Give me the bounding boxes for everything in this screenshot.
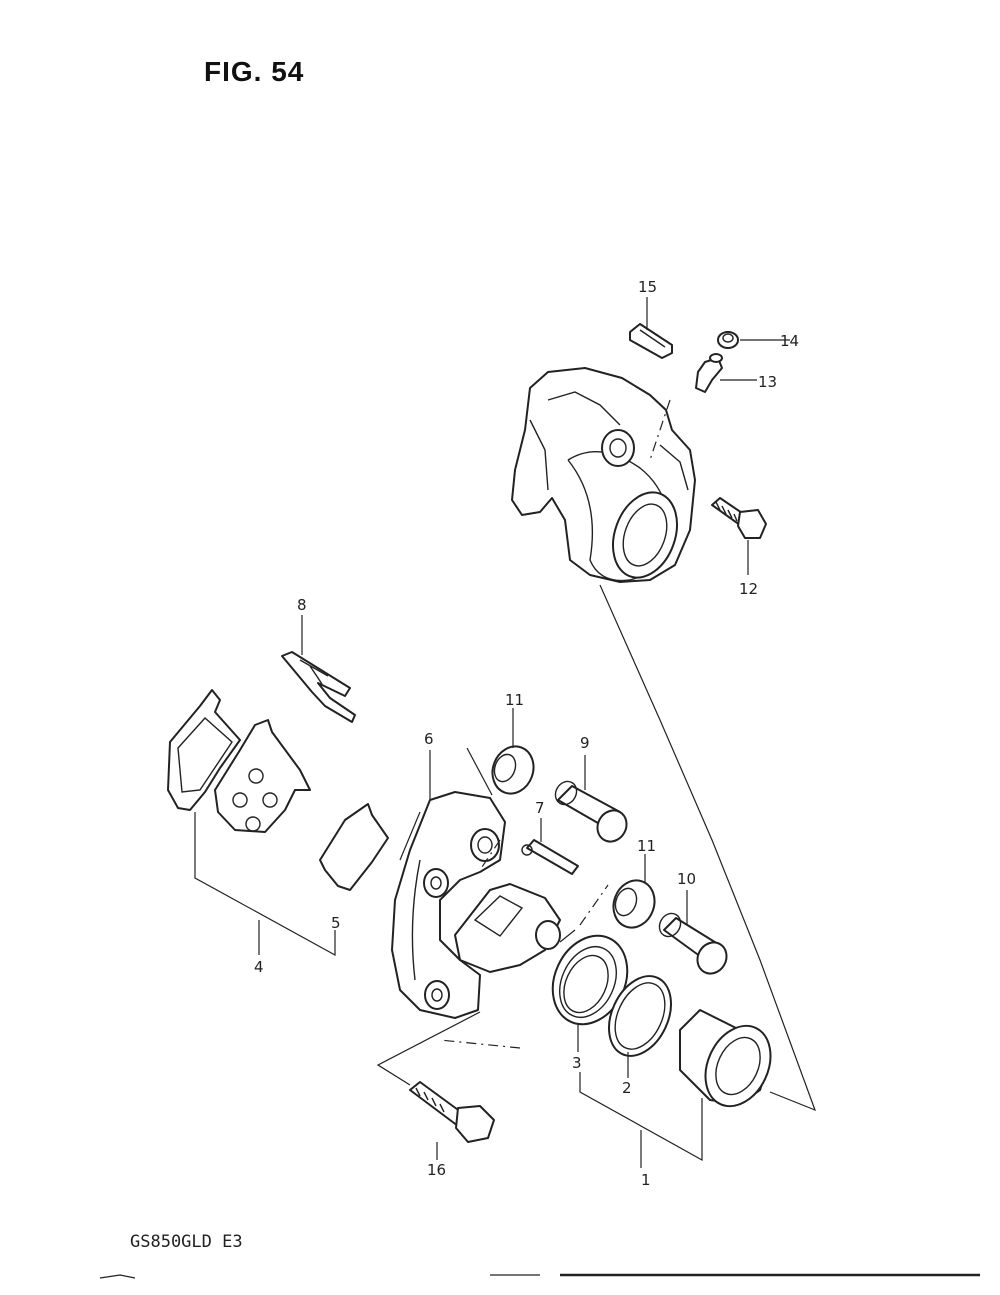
- part-7-pin: [521, 839, 579, 875]
- model-code: GS850GLD E3: [130, 1232, 243, 1252]
- callout-15: 15: [638, 278, 657, 296]
- part-16-bolt: [409, 1081, 495, 1143]
- callout-16: 16: [427, 1161, 446, 1179]
- part-2-piston-seal: [608, 975, 672, 1057]
- callout-6: 6: [424, 730, 434, 748]
- part-8-spring: [281, 651, 356, 723]
- callout-11-upper: 11: [505, 691, 524, 709]
- callout-12: 12: [739, 580, 758, 598]
- part-11-boot-lower: [612, 879, 656, 929]
- caliper-housing: [511, 367, 696, 583]
- callout-4: 4: [254, 958, 264, 976]
- figure-title: FIG. 54: [204, 56, 305, 87]
- callout-14: 14: [780, 332, 799, 350]
- callout-9: 9: [580, 734, 590, 752]
- callout-2: 2: [622, 1079, 632, 1097]
- part-13-bleeder: [695, 353, 723, 393]
- part-1-piston: [679, 1009, 772, 1108]
- part-15-clip: [629, 323, 673, 359]
- part-14-cap: [717, 331, 739, 349]
- callout-1: 1: [641, 1171, 651, 1189]
- part-6-bracket: [391, 791, 561, 1019]
- callout-5: 5: [331, 914, 341, 932]
- callout-8: 8: [297, 596, 307, 614]
- part-9-sleeve: [554, 780, 628, 843]
- part-12-bolt: [711, 497, 767, 539]
- part-4-pad-set: [167, 689, 311, 833]
- callout-7: 7: [535, 799, 545, 817]
- callout-labels: 1 2 3 4 5 6 7 8 9 10 11 11 12 13 14 15 1…: [254, 278, 799, 1189]
- callout-3: 3: [572, 1054, 582, 1072]
- part-5-shim: [319, 803, 389, 891]
- callout-10: 10: [677, 870, 696, 888]
- callout-11-lower: 11: [637, 837, 656, 855]
- part-3-dust-seal: [551, 934, 629, 1026]
- callout-13: 13: [758, 373, 777, 391]
- part-10-sleeve: [658, 912, 728, 975]
- part-11-boot-upper: [491, 745, 535, 795]
